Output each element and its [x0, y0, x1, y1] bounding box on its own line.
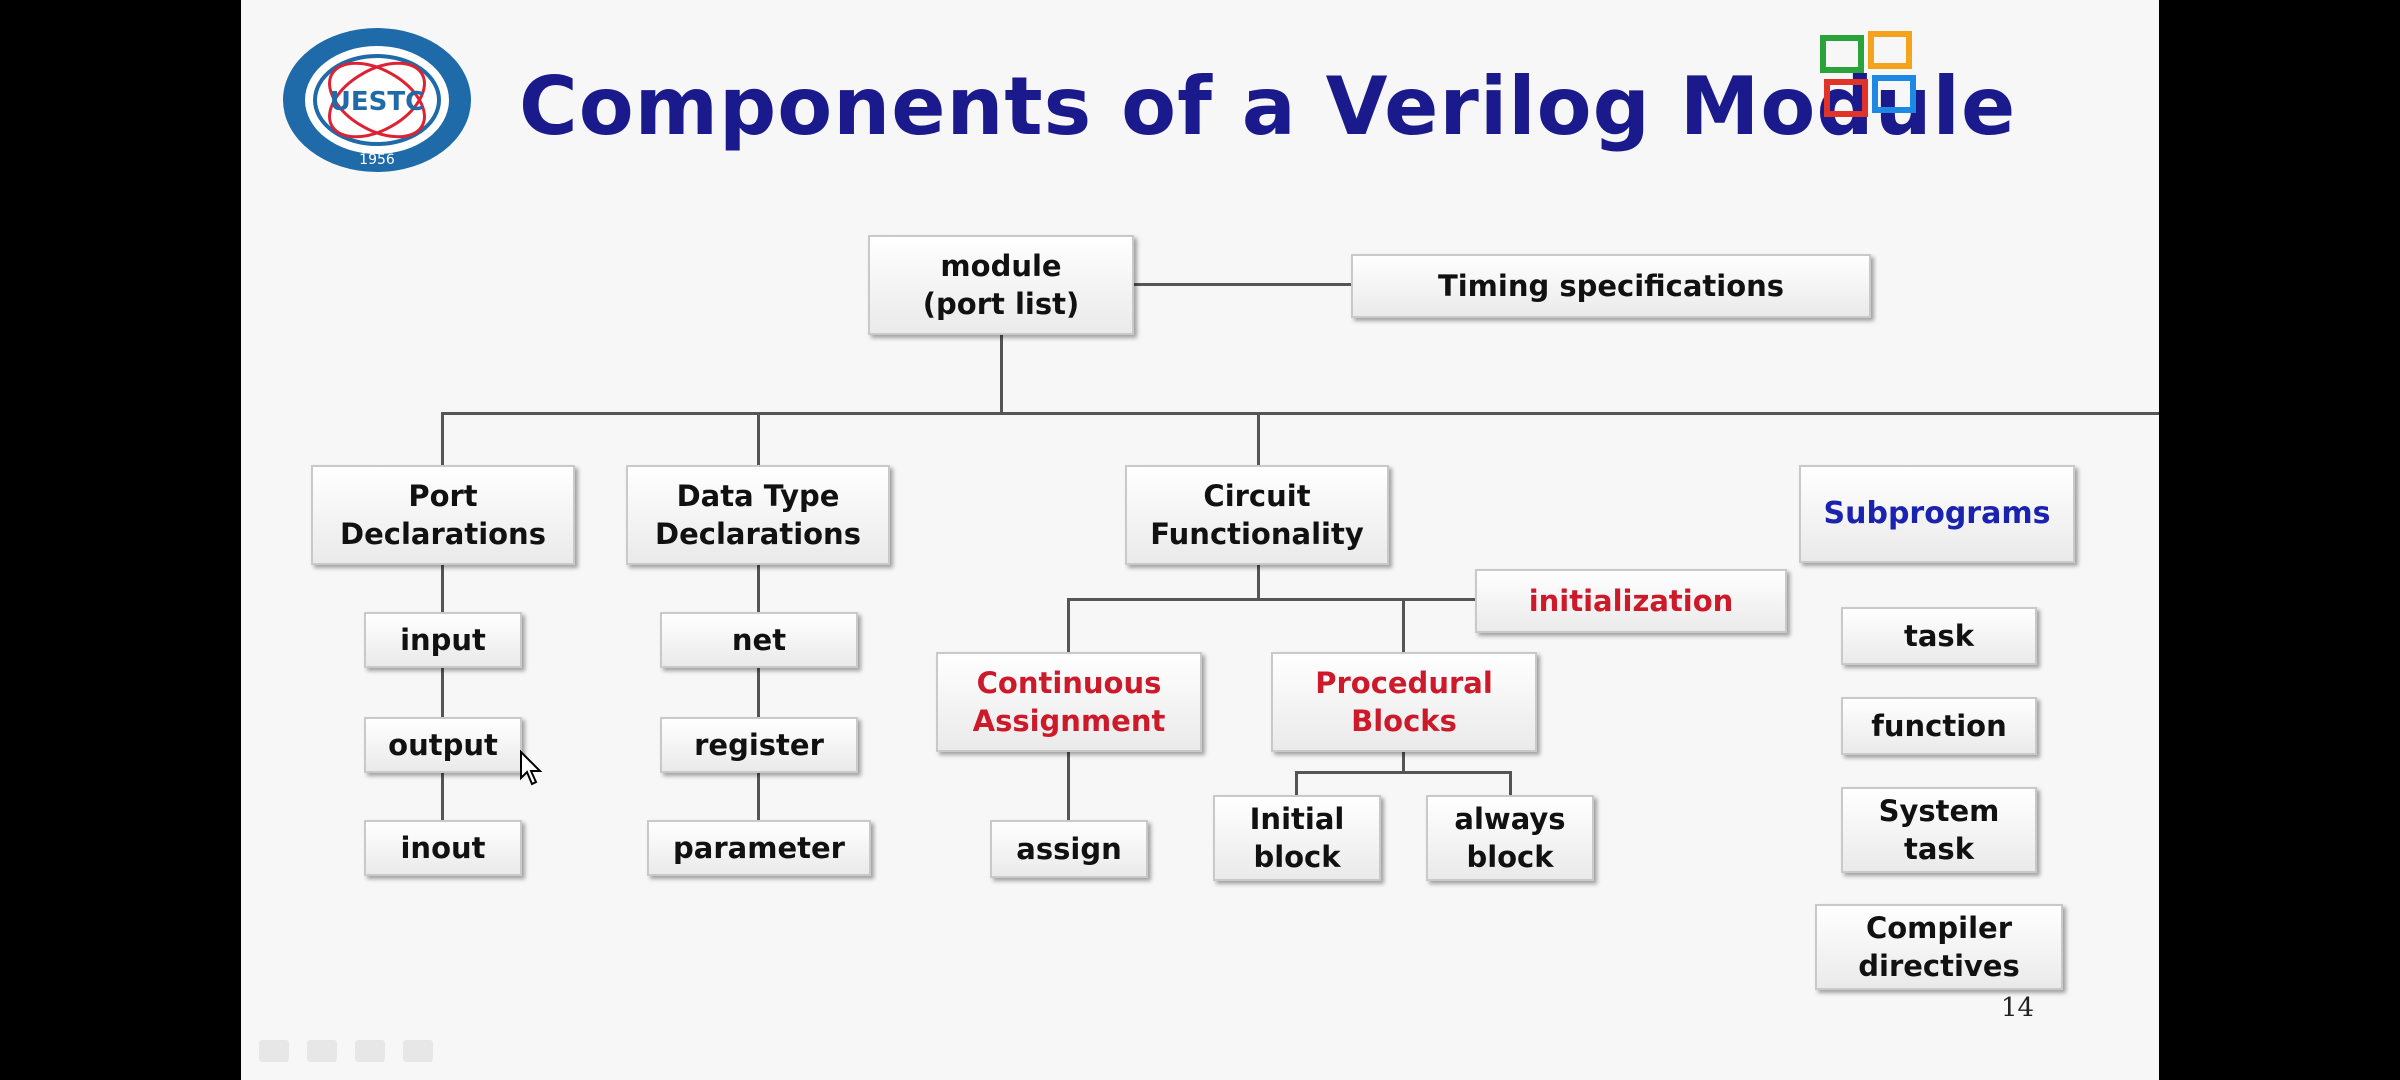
prev-slide-icon[interactable] [259, 1040, 289, 1062]
connector-to-circuit [1257, 412, 1260, 467]
connector-circuit-down [1257, 562, 1260, 600]
connector-module-down [1000, 334, 1003, 412]
circuit-functionality-box[interactable]: Circuit Functionality [1125, 465, 1389, 565]
output-box[interactable]: output [364, 717, 522, 773]
connector-datatype-column [757, 562, 760, 842]
pen-icon[interactable] [307, 1040, 337, 1062]
parameter-box[interactable]: parameter [647, 820, 871, 876]
connector-to-port [441, 412, 444, 467]
port-declarations-box[interactable]: Port Declarations [311, 465, 575, 565]
inout-box[interactable]: inout [364, 820, 522, 876]
connector-port-column [441, 562, 444, 842]
connector-procedural-down [1402, 750, 1405, 772]
data-type-declarations-box[interactable]: Data Type Declarations [626, 465, 890, 565]
connector-to-always [1509, 771, 1512, 795]
connector-to-datatype [757, 412, 760, 467]
page-number: 14 [2001, 993, 2035, 1023]
timing-specifications-box[interactable]: Timing specifications [1351, 254, 1871, 318]
connector-to-procedural [1402, 598, 1405, 654]
initialization-box[interactable]: initialization [1475, 569, 1787, 633]
watermark-windows-icon [1820, 31, 1916, 117]
function-box[interactable]: function [1841, 697, 2037, 755]
input-box[interactable]: input [364, 612, 522, 668]
uestc-logo-icon: UESTC 1956 [283, 28, 471, 172]
logo-year: 1956 [359, 152, 395, 168]
mouse-pointer-icon [520, 750, 543, 786]
logo-text: UESTC [330, 87, 424, 117]
connector-to-continuous [1067, 598, 1070, 654]
connector-circuit-horizontal [1067, 598, 1717, 601]
slide-title: Components of a Verilog Module [519, 60, 2017, 153]
connector-to-assign [1067, 750, 1070, 822]
connector-to-initial [1295, 771, 1298, 795]
initial-block-box[interactable]: Initial block [1213, 795, 1381, 881]
register-box[interactable]: register [660, 717, 858, 773]
continuous-assignment-box[interactable]: Continuous Assignment [936, 652, 1202, 752]
connector-procedural-horizontal [1295, 771, 1511, 774]
slide-nav-controls[interactable] [259, 1040, 433, 1062]
net-box[interactable]: net [660, 612, 858, 668]
next-slide-icon[interactable] [403, 1040, 433, 1062]
always-block-box[interactable]: always block [1426, 795, 1594, 881]
module-box[interactable]: module (port list) [868, 235, 1134, 335]
assign-box[interactable]: assign [990, 820, 1148, 878]
subprograms-box[interactable]: Subprograms [1799, 465, 2075, 563]
task-box[interactable]: task [1841, 607, 2037, 665]
menu-icon[interactable] [355, 1040, 385, 1062]
procedural-blocks-box[interactable]: Procedural Blocks [1271, 652, 1537, 752]
connector-main-horizontal [441, 412, 2159, 415]
compiler-directives-box[interactable]: Compiler directives [1815, 904, 2063, 990]
system-task-box[interactable]: System task [1841, 787, 2037, 873]
slide: UESTC 1956 Components of a Verilog Modul… [241, 0, 2159, 1080]
